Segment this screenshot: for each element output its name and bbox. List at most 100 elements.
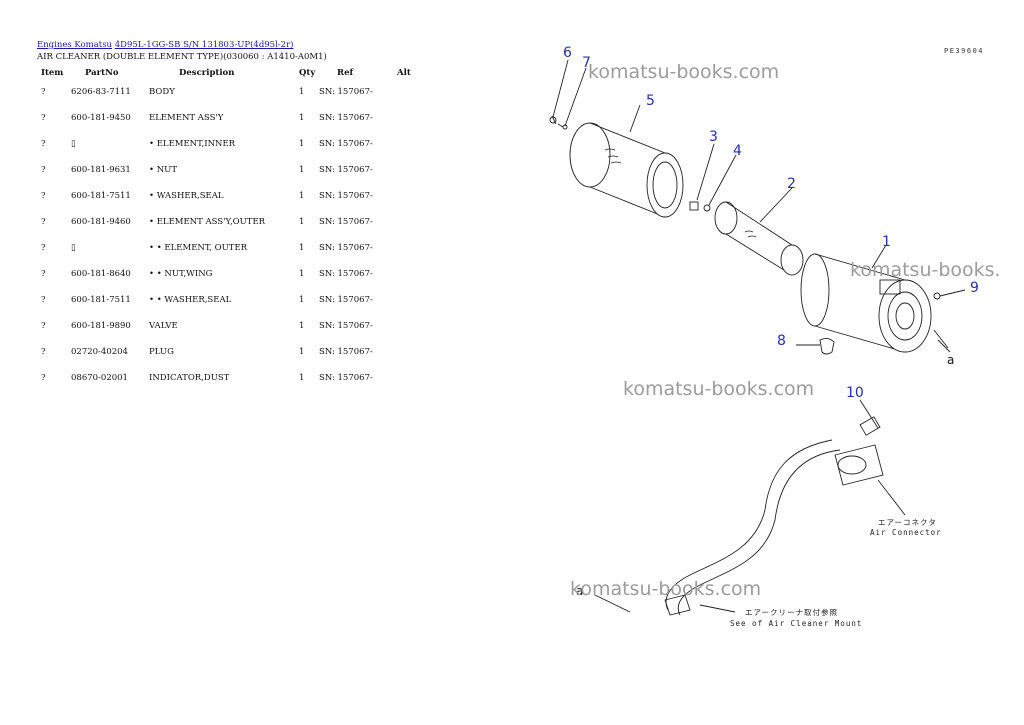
breadcrumb: Engines Komatsu 4D95L-1GG-SB S/N 131803-… — [37, 40, 293, 50]
watermark: komatsu-books. — [850, 259, 1001, 281]
cell-ref: SN: 157067- — [319, 217, 373, 227]
callout-9: 9 — [970, 280, 979, 296]
cell-qty: 1 — [299, 295, 305, 305]
header-alt: Alt — [397, 68, 411, 78]
cell-qty: 1 — [299, 87, 305, 97]
part-1-body — [800, 253, 966, 353]
cell-item: ? — [41, 191, 46, 201]
air-connector-en-label: Air Connector — [870, 528, 942, 537]
cell-description: • ELEMENT ASS'Y,OUTER — [149, 217, 266, 227]
air-connector-jp-label: エアーコネクタ — [878, 518, 937, 527]
cell-description: • WASHER,SEAL — [149, 191, 224, 201]
callout-2: 2 — [787, 176, 796, 192]
header-partno: PartNo — [85, 68, 119, 78]
cell-item: ? — [41, 347, 46, 357]
cell-partno: 600-181-9890 — [71, 321, 131, 331]
cell-ref: SN: 157067- — [319, 373, 373, 383]
cell-description: • • WASHER,SEAL — [149, 295, 232, 305]
cell-alt — [397, 106, 417, 132]
cell-alt — [397, 80, 417, 106]
header-qty: Qty — [299, 68, 316, 78]
cell-qty: 1 — [299, 347, 305, 357]
table-row: ? 600-181-9890 VALVE 1 SN: 157067- — [37, 314, 417, 340]
arrow-label-a-2: a — [576, 584, 583, 598]
cell-alt — [397, 366, 417, 386]
table-row: ? 600-181-9450 ELEMENT ASS'Y 1 SN: 157067- — [37, 106, 417, 132]
callout-1: 1 — [882, 234, 891, 250]
parts-diagram: 6 7 5 3 4 2 1 9 8 10 a a エアーコネクタ Air Con… — [549, 45, 979, 628]
part-10-air-connector — [594, 399, 906, 616]
cell-qty: 1 — [299, 139, 305, 149]
cell-item: ? — [41, 113, 46, 123]
callout-10: 10 — [846, 385, 864, 401]
watermark: komatsu-books.com — [623, 378, 815, 400]
cell-ref: SN: 157067- — [319, 243, 373, 253]
cell-item: ? — [41, 295, 46, 305]
cell-description: ELEMENT ASS'Y — [149, 113, 224, 123]
cell-partno: 02720-40204 — [71, 347, 128, 357]
cell-qty: 1 — [299, 269, 305, 279]
header-item: Item — [41, 68, 64, 78]
cell-qty: 1 — [299, 165, 305, 175]
cell-partno: 600-181-7511 — [71, 191, 131, 201]
cell-item: ? — [41, 165, 46, 175]
cell-qty: 1 — [299, 373, 305, 383]
cell-item: ? — [41, 269, 46, 279]
mount-en-label: See of Air Cleaner Mount — [730, 619, 862, 628]
watermark: komatsu-books.com — [570, 578, 762, 600]
cell-description: • • NUT,WING — [149, 269, 213, 279]
cell-alt — [397, 314, 417, 340]
cell-ref: SN: 157067- — [319, 87, 373, 97]
cell-description: VALVE — [149, 321, 178, 331]
cell-item: ? — [41, 139, 46, 149]
cell-ref: SN: 157067- — [319, 321, 373, 331]
cell-partno: 6206-83-7111 — [71, 87, 131, 97]
cell-alt — [397, 158, 417, 184]
breadcrumb-link-model[interactable]: 4D95L-1GG-SB S/N 131803-UP(4d95l-2r) — [114, 40, 294, 50]
cell-qty: 1 — [299, 243, 305, 253]
page-title: AIR CLEANER (DOUBLE ELEMENT TYPE)(030060… — [37, 52, 327, 62]
callout-8: 8 — [777, 333, 786, 349]
cell-ref: SN: 157067- — [319, 113, 373, 123]
arrow-label-a: a — [947, 353, 954, 367]
cell-item: ? — [41, 321, 46, 331]
cell-ref: SN: 157067- — [319, 165, 373, 175]
callout-3: 3 — [709, 129, 718, 145]
mount-jp-label: エアークリーナ取付参照 — [745, 607, 838, 617]
cell-partno: 600-181-8640 — [71, 269, 131, 279]
cell-alt — [397, 236, 417, 262]
parts-table: Item PartNo Description Qty Ref Alt ?620… — [37, 66, 417, 386]
callout-4: 4 — [733, 143, 742, 159]
cell-alt — [397, 262, 417, 288]
drawing-code: PE39604 — [944, 47, 985, 55]
part-5-housing — [569, 122, 684, 218]
header-description: Description — [179, 68, 235, 78]
cell-qty: 1 — [299, 321, 305, 331]
cell-ref: SN: 157067- — [319, 139, 373, 149]
cell-partno: ▯ — [71, 139, 76, 149]
cell-item: ? — [41, 243, 46, 253]
cell-qty: 1 — [299, 113, 305, 123]
cell-alt — [397, 132, 417, 158]
cell-alt — [397, 340, 417, 366]
cell-item: ? — [41, 87, 46, 97]
watermark: komatsu-books.com — [588, 61, 780, 83]
cell-description: • • ELEMENT, OUTER — [149, 243, 248, 253]
breadcrumb-link-engines[interactable]: Engines Komatsu — [37, 40, 113, 50]
table-row: ? 600-181-7511 • WASHER,SEAL 1 SN: 157067- — [37, 184, 417, 210]
cell-description: PLUG — [149, 347, 174, 357]
cell-partno: 600-181-9450 — [71, 113, 131, 123]
callout-5: 5 — [646, 93, 655, 109]
cell-item: ? — [41, 373, 46, 383]
cell-qty: 1 — [299, 217, 305, 227]
callout-7: 7 — [582, 55, 591, 71]
cell-qty: 1 — [299, 191, 305, 201]
cell-item: ? — [41, 217, 46, 227]
cell-ref: SN: 157067- — [319, 191, 373, 201]
